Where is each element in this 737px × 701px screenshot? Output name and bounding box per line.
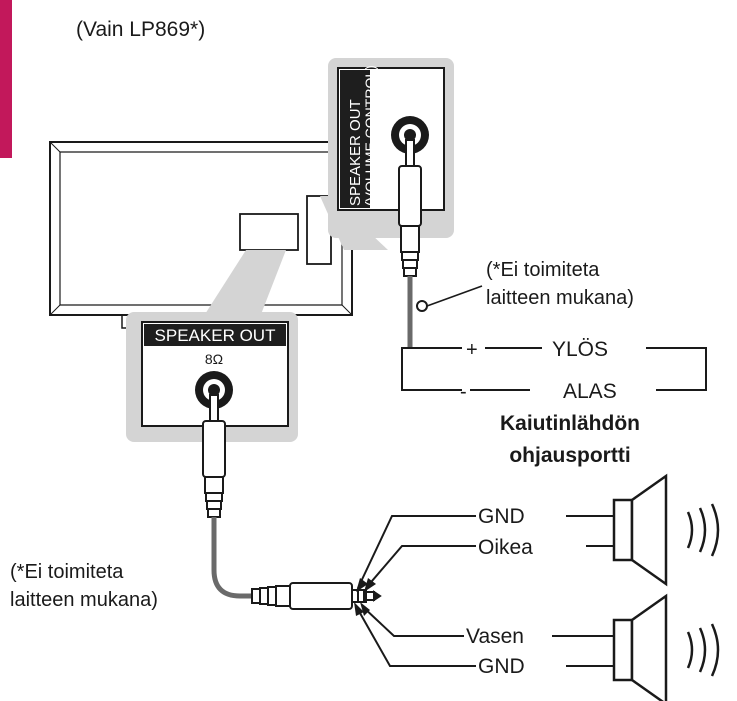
speaker-left-icon [612, 593, 720, 701]
impedance-label: 8Ω [205, 351, 223, 367]
control-port-title-2: ohjausportti [509, 444, 630, 467]
not-supplied-note-top-2: laitteen mukana) [486, 287, 634, 309]
pin-arrows [354, 578, 376, 616]
pin-leader-lines [355, 515, 476, 667]
up-label: YLÖS [552, 338, 608, 361]
not-supplied-note-left-2: laitteen mukana) [10, 589, 158, 611]
note-pointer-dot [416, 300, 428, 312]
pin-label-gnd-top: GND [478, 505, 525, 528]
top-plug [398, 139, 422, 277]
section-tab [0, 0, 12, 158]
callout-wedge-bottom [200, 250, 286, 322]
model-note: (Vain LP869*) [76, 18, 205, 41]
control-port-title-1: Kaiutinlähdön [500, 412, 640, 435]
bottom-plug [202, 394, 226, 518]
speaker-out-volume-label-1: SPEAKER OUT [347, 99, 364, 206]
down-label: ALAS [563, 380, 617, 403]
not-supplied-note-left-1: (*Ei toimiteta [10, 561, 124, 583]
speaker-out-label: SPEAKER OUT [155, 326, 276, 345]
horizontal-plug [251, 582, 382, 610]
not-supplied-note-top-1: (*Ei toimiteta [486, 259, 600, 281]
speaker-right-icon [612, 473, 720, 587]
tv-device [49, 141, 353, 329]
speaker-out-volume-label-2: (VOLUME CONTROL) [362, 65, 378, 206]
control-port-wiring [401, 347, 707, 391]
speaker-out-volume-panel: SPEAKER OUT (VOLUME CONTROL) [328, 58, 454, 238]
pin-label-gnd-bottom: GND [478, 655, 525, 678]
speaker-out-panel: SPEAKER OUT 8Ω [126, 312, 298, 442]
pin-label-right: Oikea [478, 536, 533, 559]
pin-label-left: Vasen [466, 625, 524, 648]
minus-sign: - [460, 381, 467, 403]
speaker-wires [552, 515, 614, 667]
bottom-cable [211, 517, 252, 599]
plus-sign: + [466, 339, 478, 361]
